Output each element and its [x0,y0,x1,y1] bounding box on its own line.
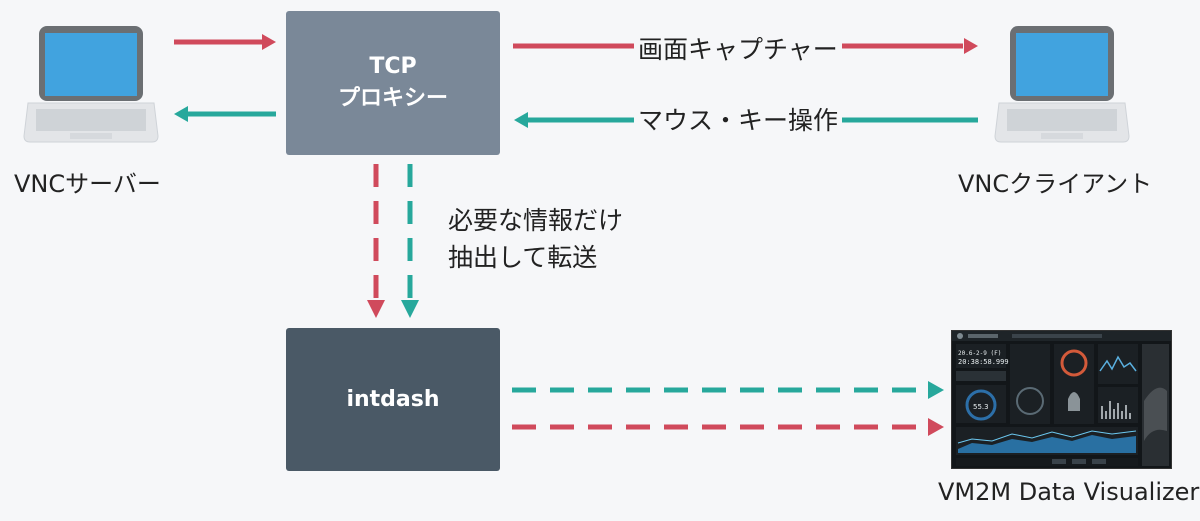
mouse-key-label: マウス・キー操作 [634,101,843,137]
intdash-label: intdash [346,387,440,412]
vnc-server-laptop-icon [23,26,159,143]
arrow-server-to-proxy [174,34,276,50]
dashboard-preview-image: 20.6-2-9 (F) 20:38:58.999 55.3 [952,331,1171,466]
visualizer-label: VM2M Data Visualizer [938,478,1200,506]
dash-clock-date: 20.6-2-9 (F) [958,350,1001,357]
arrow-proxy-to-server [174,106,276,122]
extract-line2: 抽出して転送 [448,243,598,272]
tcp-proxy-box: TCP プロキシー [286,11,500,155]
visualizer-dashboard-thumbnail: 20.6-2-9 (F) 20:38:58.999 55.3 [951,330,1172,469]
arrow-intdash-to-visualizer-red [512,418,944,436]
proxy-label-line1: TCP [369,54,417,79]
vnc-server-label: VNCサーバー [14,170,161,198]
screen-capture-label: 画面キャプチャー [634,30,842,66]
vnc-client-label: VNCクライアント [958,170,1153,198]
extract-line1: 必要な情報だけ [448,206,624,235]
extract-transfer-label: 必要な情報だけ 抽出して転送 [448,202,623,276]
arrow-proxy-to-intdash-teal [401,164,419,318]
dash-clock-time: 20:38:58.999 [958,358,1009,366]
dash-gauge-value: 55.3 [973,403,989,411]
vnc-client-laptop-icon [994,26,1130,143]
proxy-label-line2: プロキシー [337,86,448,111]
intdash-box: intdash [286,328,500,471]
arrow-proxy-to-intdash-red [367,164,385,318]
arrow-intdash-to-visualizer-teal [512,381,944,399]
